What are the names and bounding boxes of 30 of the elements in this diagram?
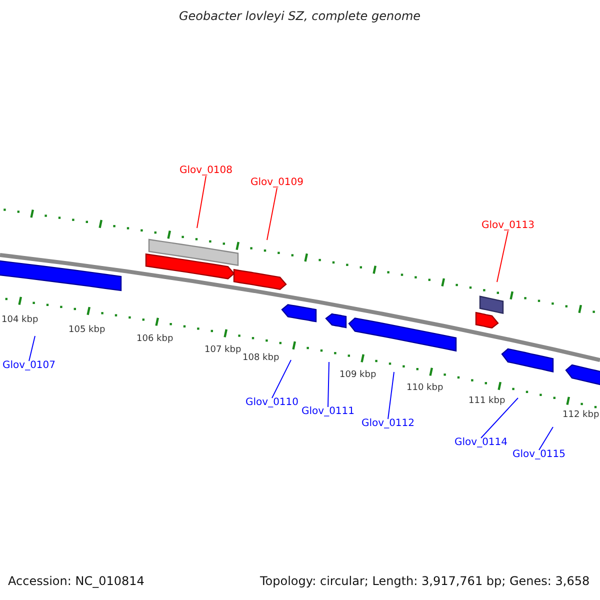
gene-label: Glov_0108 [180, 166, 233, 176]
diagram-title: Geobacter lovleyi SZ, complete genome [179, 10, 421, 22]
leader-line [196, 176, 206, 228]
leader-line [496, 230, 508, 282]
leader-line [272, 360, 292, 398]
leader-line [480, 398, 518, 438]
scale-label: 109 kbp [340, 371, 376, 380]
scale-label: 111 kbp [468, 397, 506, 406]
gene-label: Glov_0112 [362, 419, 415, 429]
scale-label: 112 kbp [562, 411, 600, 420]
gene-label: Glov_0109 [250, 178, 304, 188]
leader-line [266, 188, 278, 240]
scale-label: 106 kbp [136, 335, 174, 344]
leader-line [28, 336, 36, 362]
gene-label: Glov_0115 [512, 450, 566, 460]
gene-label: Glov_0111 [302, 407, 355, 417]
scale-label: 108 kbp [242, 354, 280, 363]
accession-text: Accession: NC_010814 [8, 575, 144, 587]
genome-info-text: Topology: circular; Length: 3,917,761 bp; Genes: 3,658 [260, 575, 590, 587]
leader-line [388, 372, 394, 420]
leader-line [538, 426, 554, 450]
scale-label: 105 kbp [68, 326, 106, 335]
leader-line [328, 362, 330, 408]
scale-label: 107 kbp [204, 346, 242, 355]
gene-label: Glov_0110 [246, 398, 299, 408]
scale-label: 110 kbp [406, 384, 444, 393]
gene-label: Glov_0113 [482, 221, 535, 231]
scale-label: 104 kbp [2, 316, 38, 325]
gene-label: Glov_0107 [2, 361, 56, 371]
gene-label: Glov_0114 [454, 438, 508, 448]
